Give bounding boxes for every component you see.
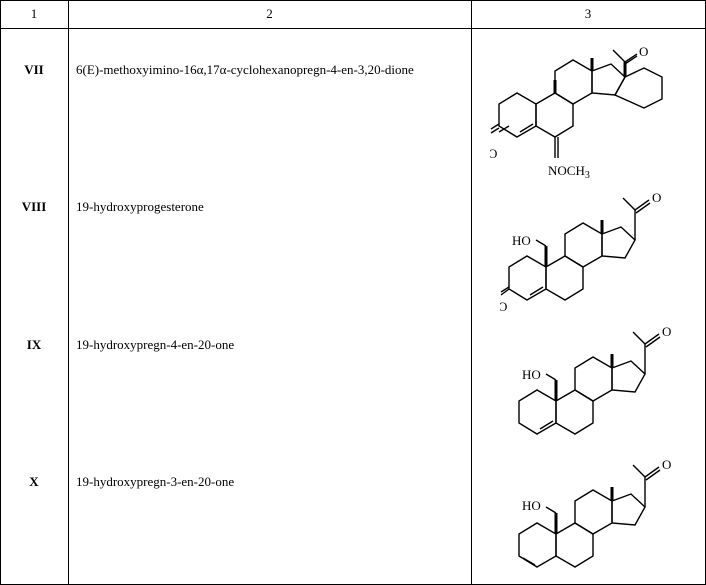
structure-viii: O HO O xyxy=(500,190,661,314)
ketone-oxygen: O xyxy=(662,457,671,472)
header-col-1: 1 xyxy=(30,6,38,21)
header-divider xyxy=(0,28,706,29)
structure-vii: O O NOCH3 xyxy=(490,44,663,181)
structure-x: O HO xyxy=(518,457,671,568)
hydroxyl-label: HO xyxy=(522,498,541,513)
compound-number: IX xyxy=(26,337,42,352)
structure-ix: O HO xyxy=(518,324,671,435)
table-border-top xyxy=(0,0,706,1)
compound-number: X xyxy=(29,474,39,489)
compound-name: 6(E)-methoxyimino-16α,17α-cyclohexanopre… xyxy=(76,62,414,77)
column-divider-1 xyxy=(68,0,69,584)
compound-name: 19-hydroxyprogesterone xyxy=(76,199,204,214)
table-border-left xyxy=(0,0,1,584)
compound-name: 19-hydroxypregn-4-en-20-one xyxy=(76,337,235,352)
oxo-oxygen: O xyxy=(500,299,507,314)
header-col-3: 3 xyxy=(584,6,592,21)
ketone-oxygen: O xyxy=(652,190,661,205)
hydroxyl-label: HO xyxy=(512,233,531,248)
compound-number: VIII xyxy=(21,199,47,214)
header-col-2: 2 xyxy=(266,6,273,21)
compound-number: VII xyxy=(24,62,44,77)
ketone-oxygen: O xyxy=(662,324,671,339)
compound-name: 19-hydroxypregn-3-en-20-one xyxy=(76,474,235,489)
oxo-oxygen: O xyxy=(490,146,497,161)
hydroxyl-label: HO xyxy=(522,367,541,382)
ketone-oxygen: O xyxy=(639,44,648,59)
column-divider-2 xyxy=(471,0,472,584)
oxime-label: NOCH3 xyxy=(548,163,590,181)
